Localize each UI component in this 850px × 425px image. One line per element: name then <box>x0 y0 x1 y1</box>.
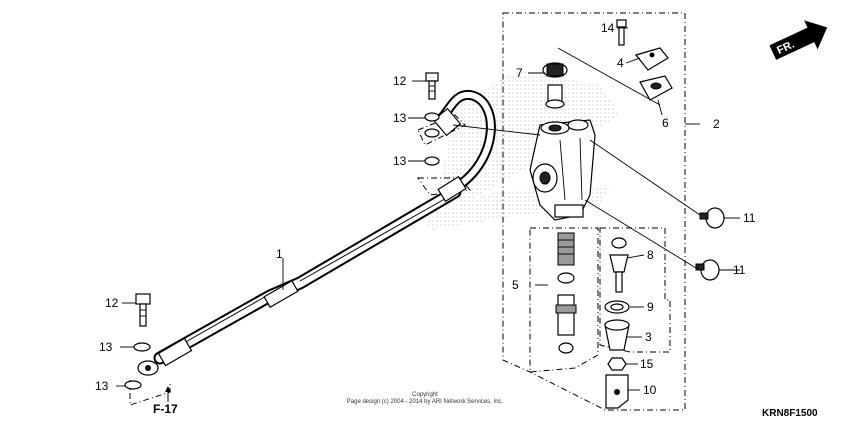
cap-upper <box>699 207 725 229</box>
diaphragm <box>639 75 673 101</box>
copyright-notice: Page design (c) 2004 - 2014 by ARI Netwo… <box>347 399 504 405</box>
bolt-lower <box>135 293 151 327</box>
reference-label: F-17 <box>153 402 178 416</box>
brake-hose <box>137 89 496 376</box>
bolt-upper <box>425 72 439 100</box>
callout-13-d: 13 <box>95 379 109 393</box>
callout-2: 2 <box>713 117 720 131</box>
callout-12-upper: 12 <box>393 74 407 88</box>
leader-lines <box>116 27 740 391</box>
hose-joint <box>542 62 568 109</box>
front-direction-arrow: FR. <box>769 20 828 60</box>
callout-7: 7 <box>516 66 523 80</box>
callout-9: 9 <box>647 300 654 314</box>
clevis <box>605 374 629 409</box>
nut <box>607 357 627 371</box>
diagram-code: KRN8F1500 <box>762 408 818 419</box>
piston-set <box>555 232 577 354</box>
reservoir-plate <box>634 47 669 71</box>
master-cylinder-body <box>529 119 596 221</box>
boot <box>604 319 630 351</box>
callout-13-c: 13 <box>99 340 113 354</box>
callout-11-upper: 11 <box>743 211 756 225</box>
cap-lower <box>695 259 720 281</box>
callout-4: 4 <box>617 56 624 70</box>
callout-3: 3 <box>645 330 652 344</box>
callout-6: 6 <box>662 116 669 130</box>
callout-5: 5 <box>512 278 519 292</box>
callout-13-b: 13 <box>393 154 407 168</box>
pushrod <box>609 237 629 293</box>
nut-ring <box>604 300 630 314</box>
callout-12-lower: 12 <box>105 296 119 310</box>
callout-10: 10 <box>643 383 657 397</box>
washer-upper-1 <box>424 112 440 166</box>
callout-8: 8 <box>647 248 654 262</box>
callout-1: 1 <box>276 247 283 261</box>
copyright-title: Copyright <box>412 392 438 398</box>
callout-15: 15 <box>640 357 654 371</box>
callout-11-lower: 11 <box>733 263 746 277</box>
callout-13-a: 13 <box>393 111 407 125</box>
callout-14: 14 <box>601 21 615 35</box>
bolt-cap <box>616 19 627 46</box>
